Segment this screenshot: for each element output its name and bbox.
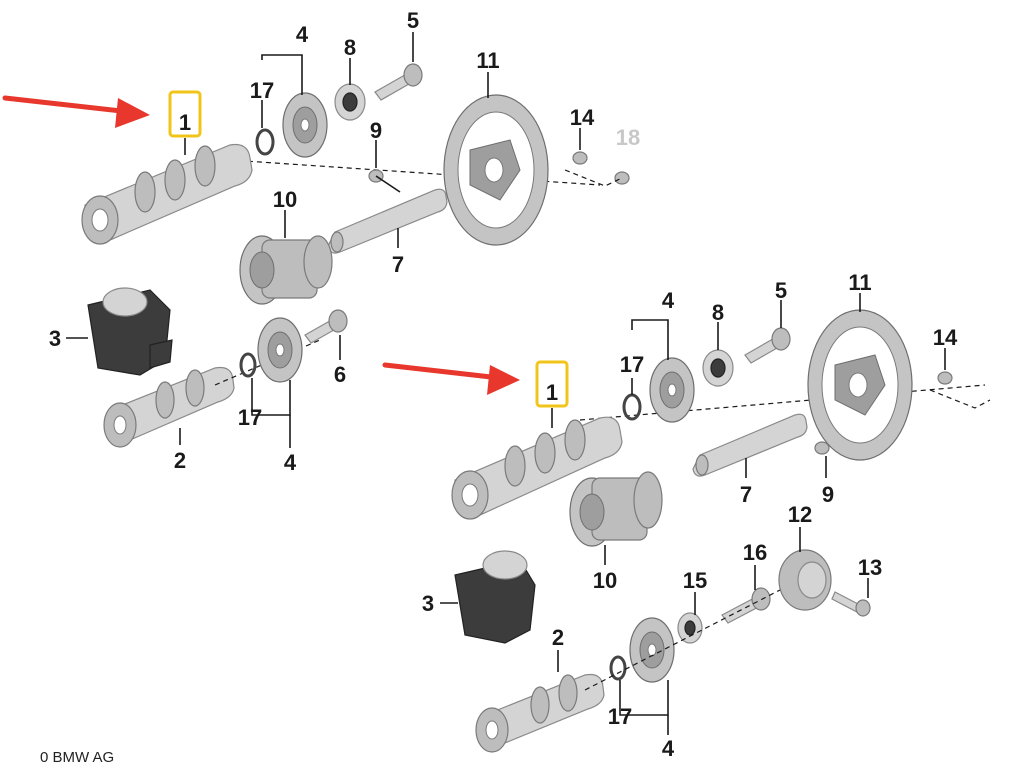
upper-label-14: 14 <box>570 105 595 130</box>
upper-label-9: 9 <box>370 118 382 143</box>
upper-label-17: 17 <box>250 78 274 103</box>
lower-label-8: 8 <box>712 300 724 325</box>
lower-label-17: 17 <box>620 352 644 377</box>
upper-highlight-box <box>168 90 202 138</box>
lower-camshaft <box>451 416 623 520</box>
upper-shaft-7 <box>327 188 448 254</box>
lower-group: 1 4 17 8 5 11 14 7 9 10 12 13 16 15 3 2 … <box>382 270 991 761</box>
upper-group: 1 4 17 8 5 11 9 14 18 10 7 3 2 17 4 6 <box>2 8 640 475</box>
lower-label-9: 9 <box>822 482 834 507</box>
upper-label-5: 5 <box>407 8 419 33</box>
lower-label-1: 1 <box>546 380 558 405</box>
lower-red-arrow-head <box>487 365 520 395</box>
upper-red-arrow-head <box>115 98 150 128</box>
upper-label-4: 4 <box>296 22 309 47</box>
upper-bolt-5 <box>374 63 423 101</box>
lower-gear-4-bottom <box>629 617 675 683</box>
lower-dash-14 <box>929 389 991 409</box>
lower-label-11: 11 <box>848 270 871 295</box>
upper-label-8: 8 <box>344 35 356 60</box>
lower-label-5: 5 <box>775 278 787 303</box>
lower-label-15: 15 <box>683 568 707 593</box>
lower-label-17-bottom: 17 <box>608 704 632 729</box>
upper-label-10: 10 <box>273 187 297 212</box>
lower-label-4-bottom: 4 <box>662 736 675 761</box>
upper-gear-4 <box>282 92 328 158</box>
upper-red-arrow <box>2 95 133 115</box>
lower-sprocket-11 <box>807 309 913 461</box>
lower-label-7: 7 <box>740 482 752 507</box>
lower-label-4: 4 <box>662 288 675 313</box>
lower-label-3: 3 <box>422 591 434 616</box>
upper-actuator-3 <box>87 287 173 376</box>
lower-hub-12 <box>778 549 832 611</box>
upper-gear-4-bottom <box>257 317 303 383</box>
lower-axis-line <box>579 384 986 421</box>
lower-bearing-15 <box>677 612 703 644</box>
upper-bolt-6 <box>304 309 348 344</box>
lower-label-13: 13 <box>858 555 882 580</box>
upper-washer-bottom <box>239 352 257 378</box>
upper-label-6: 6 <box>334 362 346 387</box>
lower-washer <box>622 393 642 421</box>
lower-screw-14 <box>937 371 953 385</box>
upper-label-18: 18 <box>616 125 640 150</box>
lower-washer-bottom <box>609 655 627 681</box>
upper-camshaft <box>81 143 253 245</box>
lower-actuator-3 <box>454 550 536 644</box>
lower-label-12: 12 <box>788 502 812 527</box>
upper-label-7: 7 <box>392 252 404 277</box>
upper-dash-14-18 <box>564 169 623 187</box>
lower-screw-9 <box>814 441 830 455</box>
upper-label-1: 1 <box>179 110 191 135</box>
upper-screw-14 <box>572 151 588 165</box>
lower-label-10: 10 <box>593 568 617 593</box>
upper-sprocket-11 <box>443 94 549 246</box>
upper-screw-18 <box>614 171 630 185</box>
lower-bolt-16 <box>721 587 771 624</box>
upper-screw-9 <box>368 169 401 193</box>
upper-bearing-8 <box>334 83 366 121</box>
upper-washer <box>255 128 275 156</box>
upper-label-2: 2 <box>174 448 186 473</box>
lower-bolt-5 <box>744 327 791 364</box>
lower-highlight-box <box>535 360 569 408</box>
lower-bearing-8 <box>702 349 734 387</box>
upper-label-11: 11 <box>476 48 499 73</box>
copyright-text: 0 BMW AG <box>40 749 114 766</box>
upper-label-17-bottom: 17 <box>238 405 262 430</box>
lower-label-14: 14 <box>933 325 958 350</box>
lower-red-arrow <box>382 362 503 381</box>
lower-axis-line-2 <box>584 589 781 691</box>
lower-screw-13 <box>831 591 871 617</box>
upper-label-3: 3 <box>49 326 61 351</box>
upper-camshaft-2 <box>103 366 235 448</box>
upper-label-4-bottom: 4 <box>284 450 297 475</box>
lower-label-2: 2 <box>552 625 564 650</box>
lower-gear-4 <box>649 357 695 423</box>
lower-shaft-7 <box>692 413 808 477</box>
lower-camshaft-2 <box>475 673 605 753</box>
lower-gear-10 <box>569 471 663 547</box>
upper-gear-10 <box>239 235 333 305</box>
lower-label-16: 16 <box>743 540 767 565</box>
